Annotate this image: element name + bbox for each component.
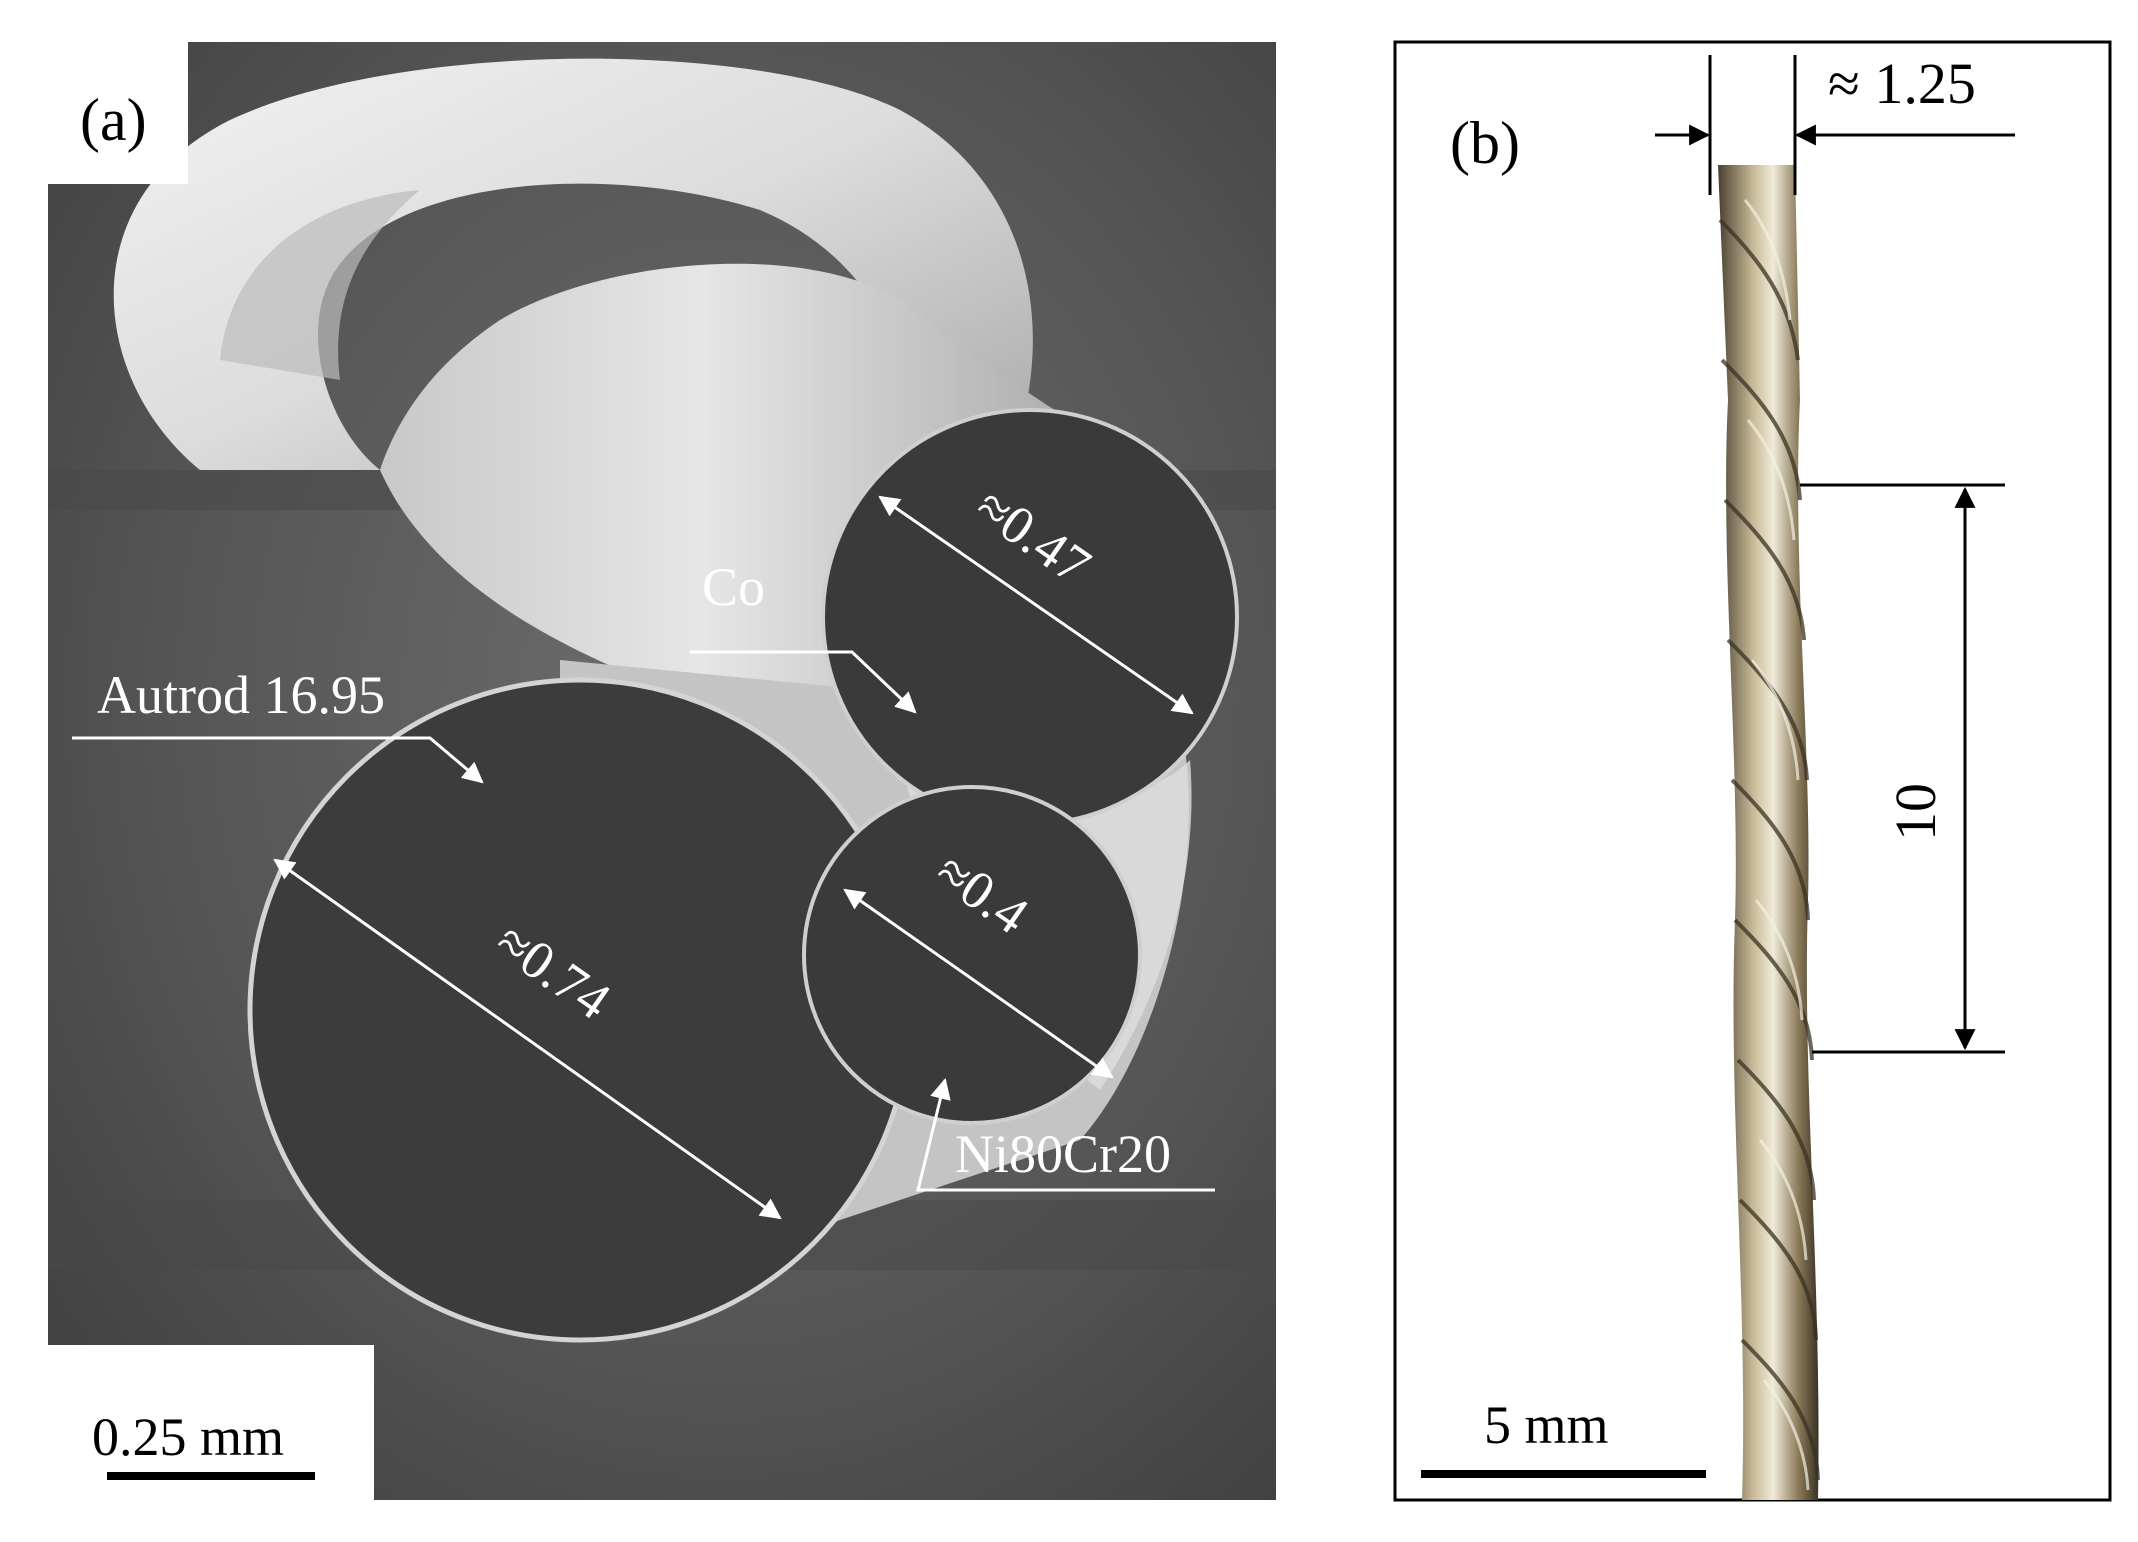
- scale-bar-b-label: 5 mm: [1484, 1395, 1609, 1455]
- twist-strands: [1718, 218, 1820, 1481]
- diameter-arrow-co: [878, 495, 1194, 715]
- width-label: ≈ 1.25: [1828, 51, 1976, 116]
- leader-autrod: [72, 736, 484, 784]
- loop-shadow: [220, 190, 420, 380]
- label-co: Co: [702, 557, 765, 617]
- scale-bar-a-label: 0.25 mm: [92, 1407, 284, 1467]
- cut-face-co: [821, 408, 1239, 826]
- diameter-arrow-nicr: [843, 888, 1114, 1079]
- panel-a: (a) ≈0.74 ≈0.47 ≈0.4 Autrod 16.95 Co Ni8…: [48, 42, 1276, 1500]
- twisted-wire: [1718, 165, 1819, 1500]
- cut-face-nicr: [802, 785, 1142, 1125]
- panel-b-label: (b): [1450, 110, 1520, 176]
- leader-co: [690, 650, 917, 714]
- pitch-label: 10: [1883, 783, 1948, 841]
- leader-nicr: [916, 1077, 1215, 1192]
- scale-bar-b: [1421, 1470, 1706, 1478]
- label-nicr: Ni80Cr20: [955, 1124, 1171, 1184]
- twist-highlights: [1743, 199, 1810, 1491]
- wire-loop: [113, 58, 1033, 481]
- label-autrod: Autrod 16.95: [97, 665, 385, 725]
- diameter-arrow-autrod: [273, 858, 782, 1220]
- label-box-a: [48, 42, 188, 184]
- scale-bar-a: [107, 1472, 315, 1480]
- panel-a-label: (a): [80, 87, 147, 153]
- panel-b: (b) ≈ 1.25: [1393, 40, 2112, 1502]
